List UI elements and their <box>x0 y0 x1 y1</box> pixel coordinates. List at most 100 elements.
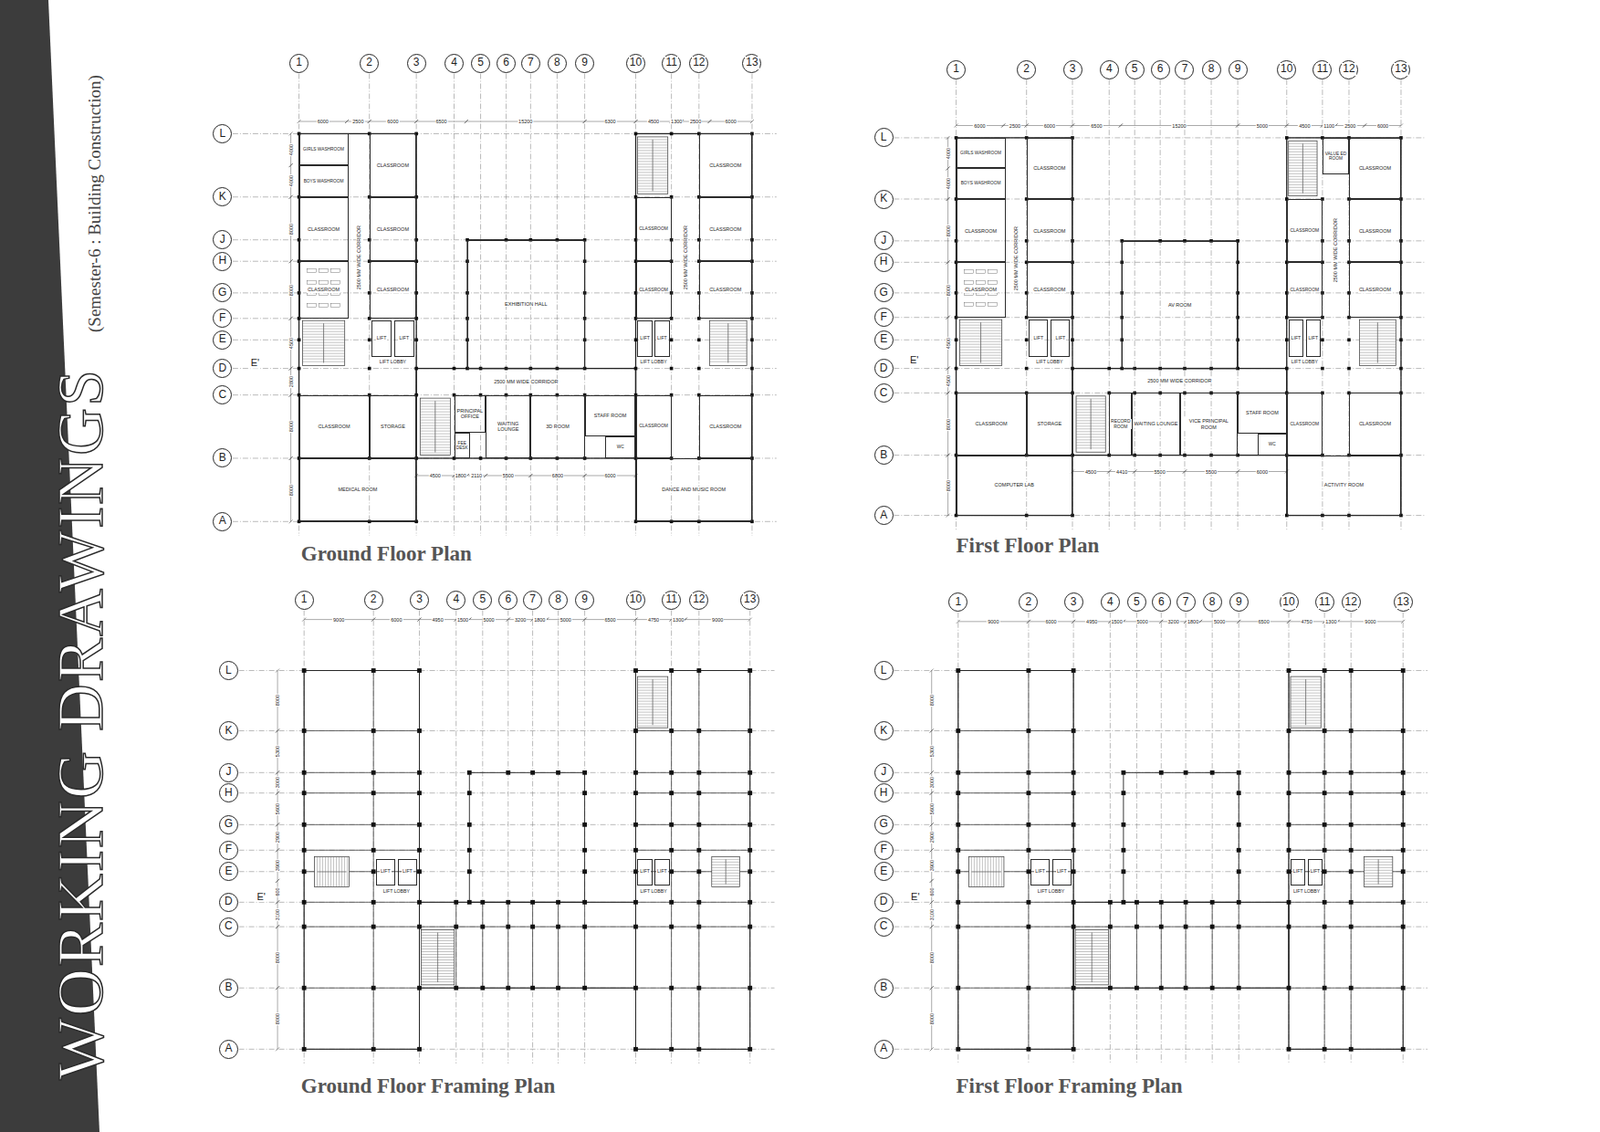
dimension-tick <box>669 119 674 124</box>
column-post <box>954 135 959 140</box>
column-post <box>633 899 638 905</box>
grid-bubble: 3 <box>407 53 427 74</box>
dimension: 600 <box>929 886 935 897</box>
stair-tread <box>421 942 455 944</box>
stair-tread <box>421 931 455 933</box>
stair-tread <box>1075 942 1109 944</box>
grid-line <box>1348 79 1350 530</box>
dimension-tick <box>946 197 951 201</box>
grid-number: D <box>217 362 228 376</box>
column-post <box>414 366 419 371</box>
stair-tread <box>637 152 668 154</box>
stair-tread <box>637 177 668 178</box>
column-post <box>1158 391 1162 396</box>
stair-divider <box>727 323 729 363</box>
stair-tread <box>302 336 345 338</box>
stair-tread <box>959 335 1002 337</box>
room-box: GIRLS WASHROOM <box>956 137 1006 169</box>
room-name: LIFT <box>1309 868 1322 875</box>
room-name: DANCE AND MUSIC ROOM <box>660 486 727 492</box>
stair-tread <box>1290 684 1321 686</box>
grid-number: 10 <box>628 56 643 70</box>
dimension-tick <box>930 847 934 852</box>
staircase <box>1075 929 1109 984</box>
column-post <box>1134 899 1140 905</box>
room-box: WAITING LOUNGE <box>1131 392 1180 455</box>
dimension-tick <box>531 617 535 622</box>
dimension-tick <box>946 390 951 395</box>
stair-tread <box>1076 414 1106 416</box>
grid-line <box>232 317 777 319</box>
column-post <box>505 899 511 905</box>
dimension-tick <box>1026 619 1031 624</box>
dimension-tick <box>1399 124 1403 128</box>
column-post <box>1235 261 1240 265</box>
column-post <box>1401 1046 1406 1052</box>
column-post <box>417 985 422 991</box>
desk <box>307 292 317 296</box>
dimension: 6000 <box>1376 122 1390 128</box>
stair-tread <box>1359 352 1396 354</box>
stair-tread <box>344 856 346 887</box>
column-post <box>1320 197 1325 201</box>
stair-divider <box>1377 322 1379 363</box>
lift-box: LIFT <box>397 858 418 886</box>
dimension-line <box>290 133 292 522</box>
beam-line <box>1136 901 1138 988</box>
room-box: CLASSROOM <box>1026 137 1073 199</box>
grid-number: 7 <box>1181 596 1191 609</box>
column-post <box>1401 924 1406 930</box>
grid-bubble: K <box>874 189 894 210</box>
column-post <box>467 847 472 853</box>
wall-outline <box>467 240 586 369</box>
stair-tread <box>1076 425 1106 427</box>
column-post <box>1349 847 1354 853</box>
column-post <box>954 261 959 265</box>
room-name: 2500 MM WIDE CORRIDOR <box>1146 377 1213 384</box>
stair-tread <box>1363 880 1392 882</box>
column-post <box>1399 239 1403 243</box>
column-post <box>697 456 701 461</box>
column-post <box>453 924 459 930</box>
stair-tread <box>709 328 747 330</box>
stair-tread <box>1075 956 1109 958</box>
room-box: WC <box>1257 433 1287 456</box>
column-post <box>1399 366 1403 371</box>
desk <box>319 303 329 307</box>
beam-line <box>557 901 559 988</box>
room-name: LIFT <box>1292 868 1305 875</box>
column-post <box>297 456 302 461</box>
stair-tread <box>709 355 747 357</box>
room-box: CLASSROOM <box>636 261 672 319</box>
stair-tread <box>419 428 450 429</box>
grid-number: 6 <box>1157 596 1166 609</box>
column-post <box>954 239 959 243</box>
room-name: CLASSROOM <box>1289 228 1321 234</box>
stair-tread <box>421 967 455 969</box>
stair-tread <box>421 934 455 936</box>
grid-bubble: L <box>219 660 239 680</box>
stair-tread <box>302 353 345 355</box>
column-post <box>669 868 674 874</box>
beam-line <box>958 901 1074 903</box>
column-post <box>1285 261 1289 265</box>
column-post <box>634 519 638 523</box>
column-post <box>633 822 638 827</box>
staircase <box>968 856 1004 887</box>
column-post <box>633 985 638 991</box>
column-post <box>367 291 372 295</box>
column-post <box>1070 197 1075 201</box>
grid-number: K <box>878 192 889 206</box>
beam-line <box>373 670 375 1050</box>
room-name: LIFT LOBBY <box>382 888 411 895</box>
stair-tread <box>1363 861 1392 863</box>
dimension: 6000 <box>603 472 617 479</box>
stair-tread <box>421 978 455 980</box>
grid-line <box>232 261 777 262</box>
dimension: 4500 <box>1297 122 1311 128</box>
column-post <box>465 259 470 263</box>
stair-tread <box>637 174 668 176</box>
column-post <box>1285 391 1289 396</box>
dimension-tick <box>275 791 280 795</box>
column-post <box>1182 453 1187 458</box>
